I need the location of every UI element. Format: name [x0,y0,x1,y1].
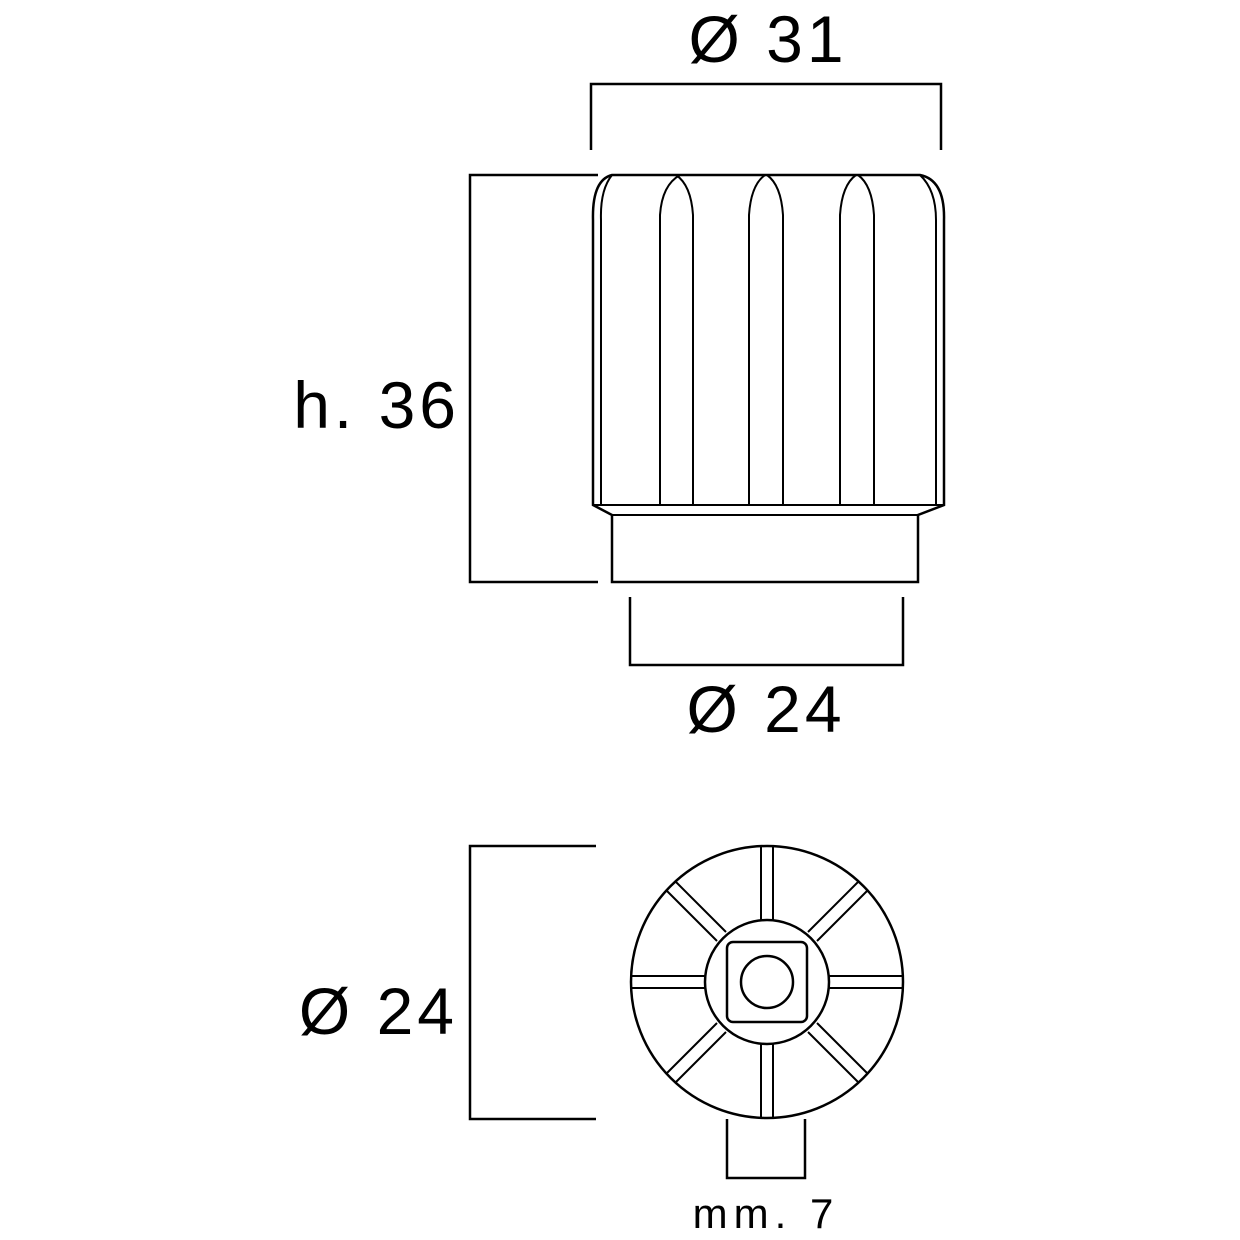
knob-hub-circle [703,918,831,1046]
center-hole [739,954,795,1010]
rib [829,975,902,989]
height-dimension-line [468,173,598,584]
bottom-diameter-dimension-line [468,844,596,1121]
flute-line [857,174,875,505]
knob-ribs [632,847,902,1117]
rib [666,1022,727,1083]
square-socket [725,940,809,1024]
top-diameter-label: Ø 31 [688,2,847,76]
flute-line [675,174,694,505]
rib [760,847,774,920]
knob-body-outline [591,173,946,584]
knob-cap-left-edge [599,174,613,505]
knob-flutes [659,174,875,505]
square-size-label: mm. 7 [693,1190,840,1237]
base-diameter-label: Ø 24 [686,672,845,746]
flute-line [766,174,784,505]
base-diameter-dimension-line [628,597,905,667]
square-size-dimension-line [725,1119,807,1180]
rib [807,1022,868,1083]
bottom-diameter-label: Ø 24 [299,974,458,1048]
side-view: Ø 31 h. 36 Ø 24 [293,2,946,746]
knob-outer-circle [629,844,905,1120]
rib [807,881,868,942]
top-diameter-dimension-line [589,82,943,150]
rib [632,975,705,989]
bottom-view: Ø 24 mm. 7 [299,844,905,1237]
knob-cap-right-edge [919,174,937,505]
flute-line [839,174,857,505]
rib [760,1044,774,1117]
flute-line [659,174,681,505]
height-label: h. 36 [293,368,460,442]
rib [666,881,727,942]
flute-line [748,174,766,505]
